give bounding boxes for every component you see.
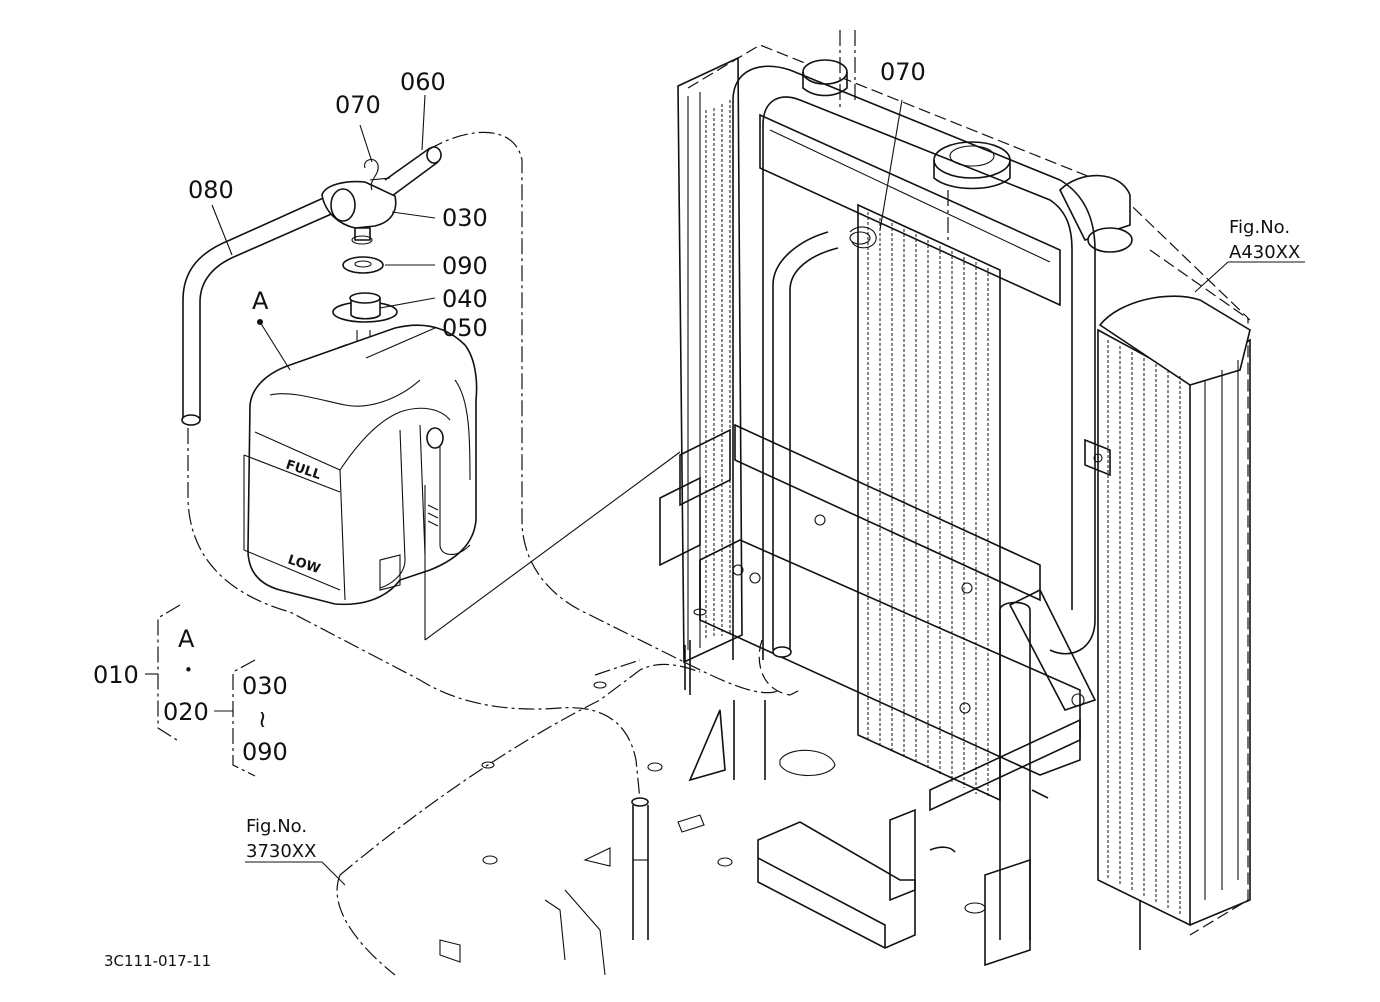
callout-labels: 060 070 070 080 030 090 040 050 A [188,58,926,342]
frame-fig-ref-number: 3730XX [246,841,316,862]
callout-090: 090 [442,252,488,280]
legend-range-end: 090 [242,738,288,766]
phantom-outlines [187,131,986,976]
legend-range-separator: ≀ [258,705,267,733]
legend-sub-assembly: 020 [163,698,209,726]
radiator-fig-ref-label: Fig.No. [1229,217,1290,238]
legend-range-start: 030 [242,672,288,700]
assembly-legend: 010 A • 020 030 ≀ 090 [93,604,288,777]
legend-dot: • [184,661,193,679]
drawing-number: 3C111-017-11 [104,952,211,970]
overflow-hose-right [758,99,903,696]
callout-070-right: 070 [880,58,926,86]
callout-030: 030 [442,204,488,232]
figure-references: Fig.No. A430XX Fig.No. 3730XX [246,217,1300,862]
callout-080: 080 [188,176,234,204]
leader-lines [211,94,1305,886]
radiator-assembly [659,30,1251,967]
callout-060: 060 [400,68,446,96]
radiator-fig-ref-number: A430XX [1229,242,1300,263]
frame-fig-ref-label: Fig.No. [246,816,307,837]
reserve-tank-assembly: FULL LOW [181,146,681,641]
callout-050: 050 [442,314,488,342]
legend-ref-a: A [178,625,195,653]
legend-assembly-number: 010 [93,661,139,689]
callout-point-a: A [252,287,269,315]
callout-040: 040 [442,285,488,313]
callout-070-left: 070 [335,91,381,119]
